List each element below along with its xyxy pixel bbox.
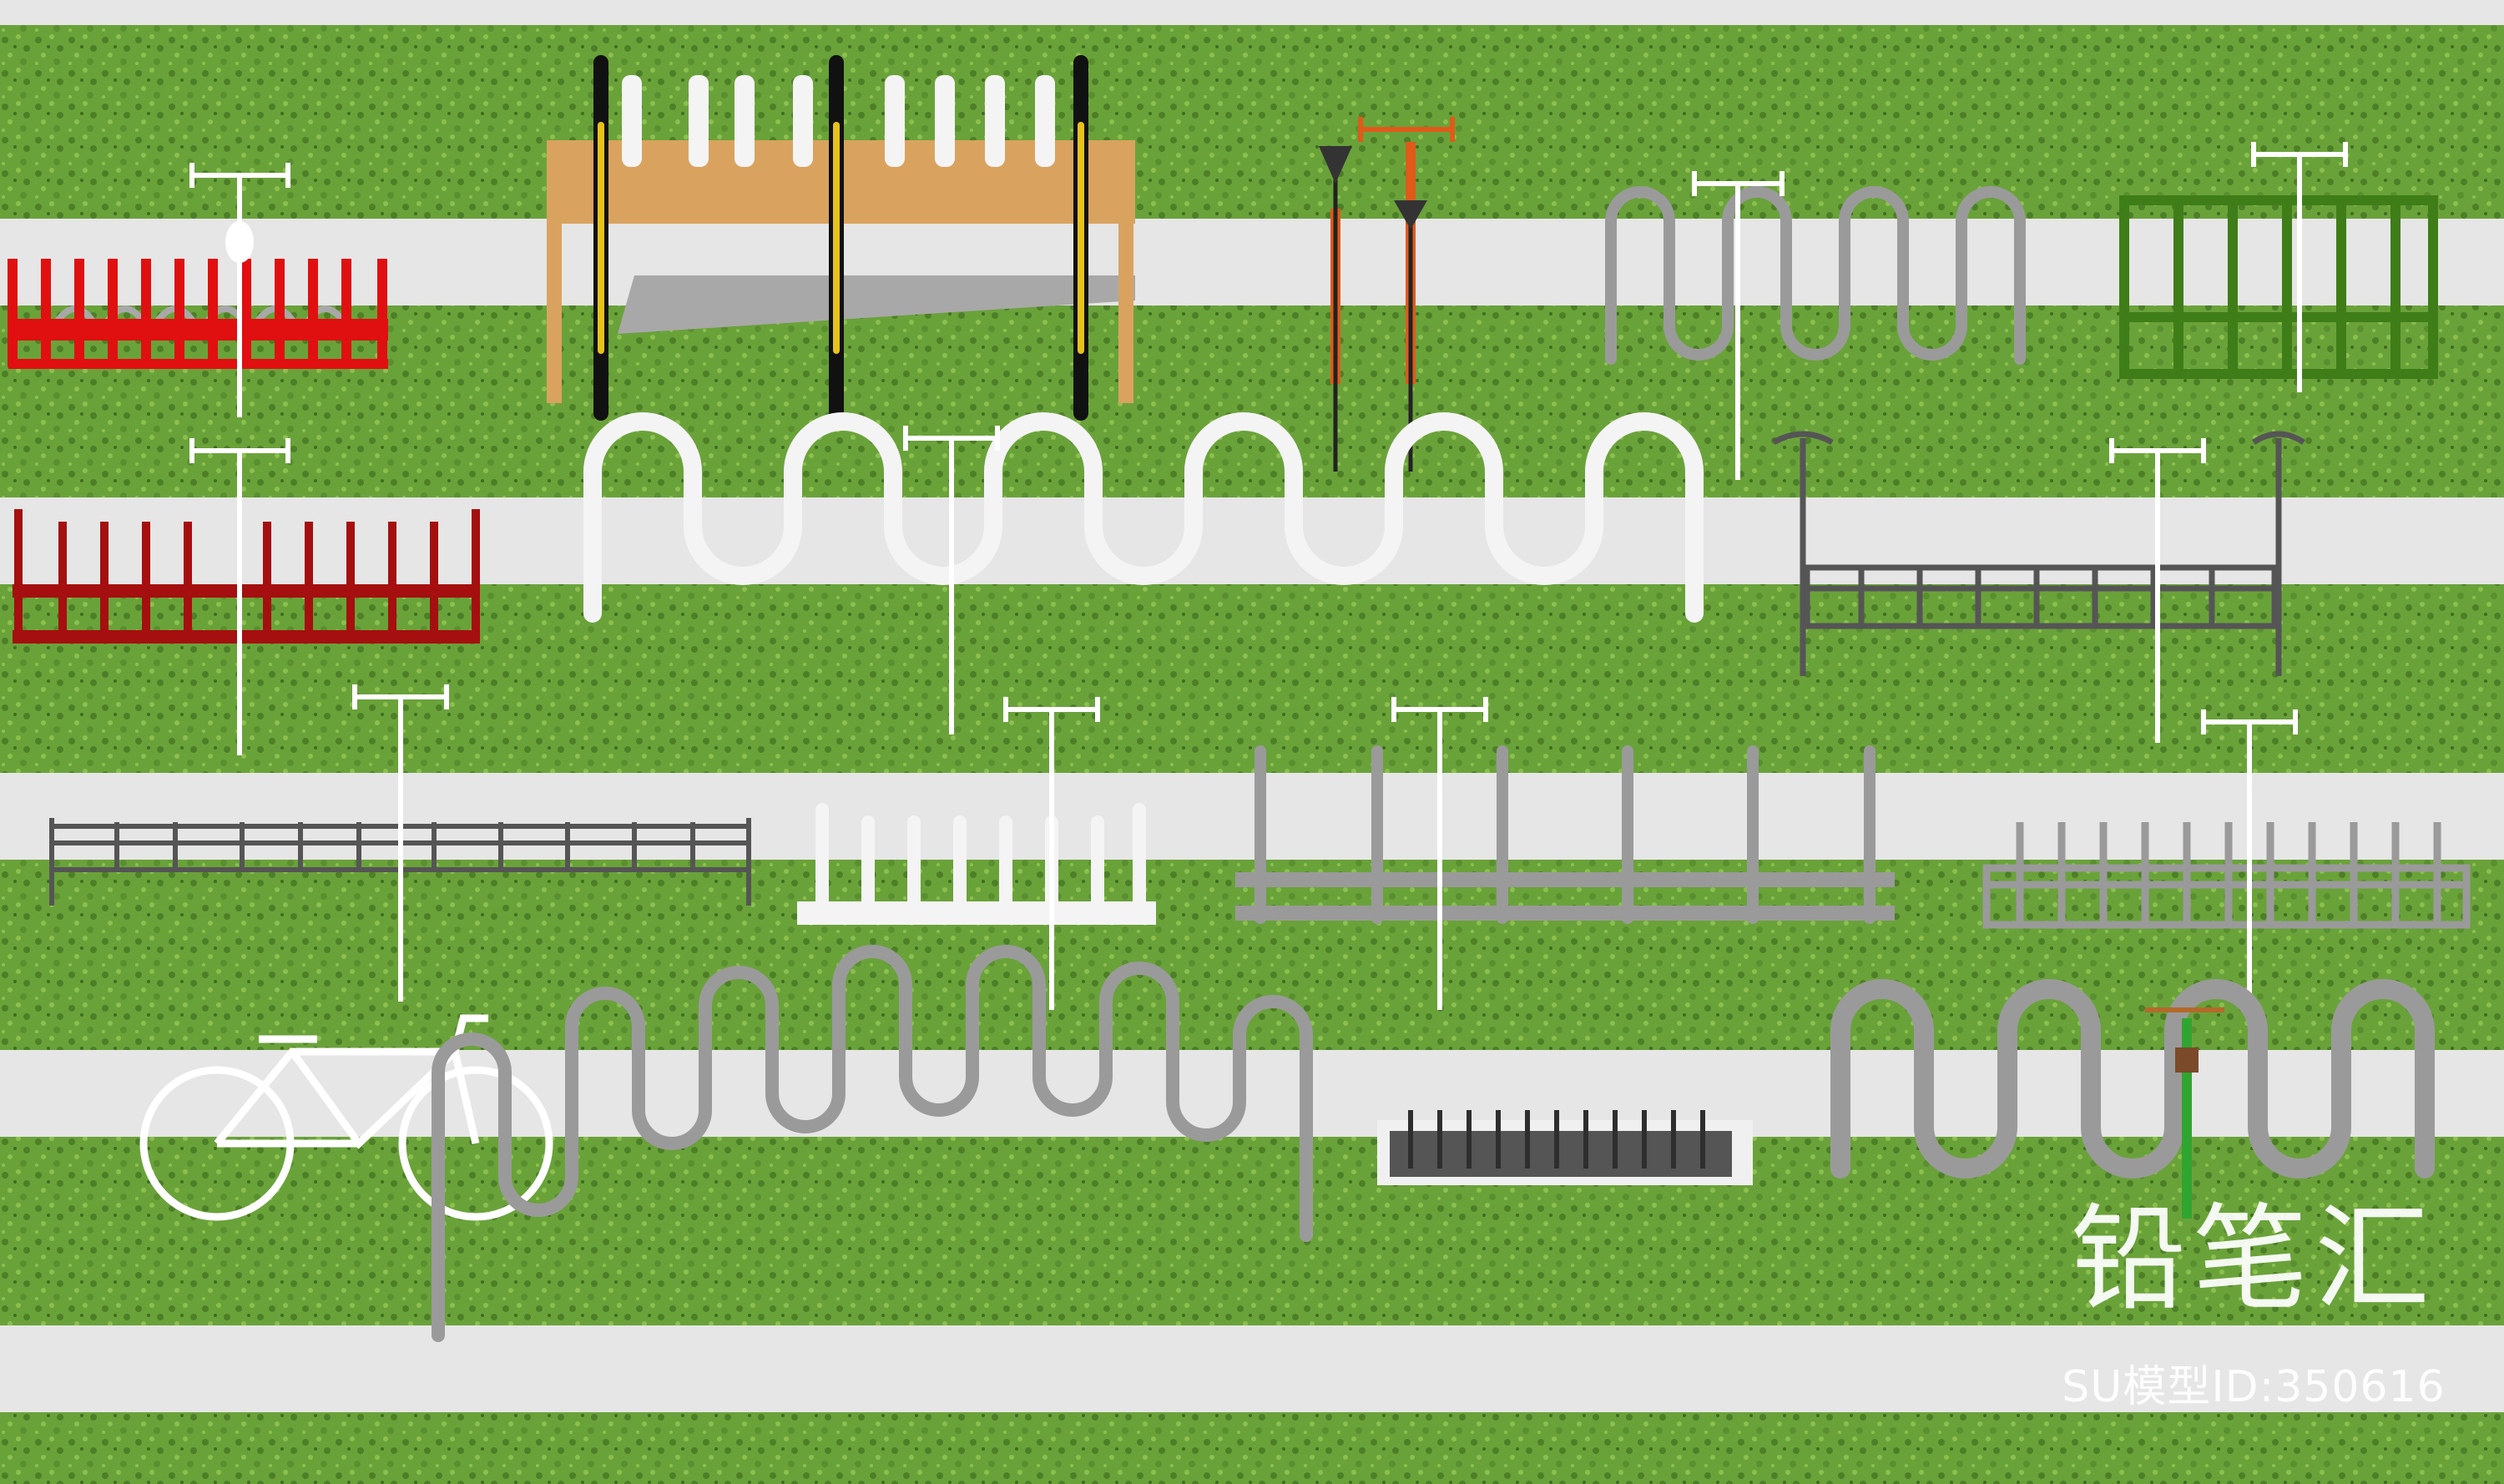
- bike-rack-icon: [1772, 431, 2305, 676]
- bike-rack-icon: [432, 945, 1313, 1342]
- bicycle-icon: [593, 55, 1088, 421]
- path-strip: [0, 0, 2504, 25]
- bicycle-icon: [2201, 709, 2298, 1018]
- bike-rack-icon: [1982, 822, 2471, 929]
- bicycle-icon: [1003, 697, 1100, 1010]
- bicycle-icon: [352, 684, 449, 1002]
- bicycle-icon: [189, 163, 290, 417]
- bike-rack-icon: [8, 259, 388, 369]
- brand-logo: 铅笔汇: [2070, 1192, 2436, 1326]
- bicycle-icon: [1391, 697, 1488, 1010]
- bicycle-icon: [903, 426, 1000, 734]
- bicycle-icon: [2251, 142, 2348, 392]
- bike-rack-icon: [13, 509, 480, 644]
- path-strip: [0, 1325, 2504, 1412]
- bicycle-icon: [1692, 171, 1785, 480]
- bike-rack-icon: [583, 412, 1704, 623]
- bike-rack-icon: [1605, 186, 2026, 365]
- bicycle-icon: [139, 1014, 553, 1221]
- bike-rack-icon: [1377, 1110, 1753, 1185]
- bicycle-icon: [2109, 438, 2206, 743]
- bicycle-icon: [2145, 1007, 2224, 1219]
- bicycle-icon: [1319, 117, 1455, 472]
- path-strip: [0, 497, 2504, 584]
- path-strip: [0, 219, 2504, 305]
- model-id-label: SU模型ID:350616: [2062, 1362, 2446, 1412]
- bicycle-icon: [189, 438, 290, 755]
- bike-rack-icon: [1235, 745, 1895, 924]
- bike-rack-icon: [2119, 195, 2438, 379]
- path-strip: [0, 773, 2504, 860]
- bike-rack-icon: [1830, 979, 2435, 1179]
